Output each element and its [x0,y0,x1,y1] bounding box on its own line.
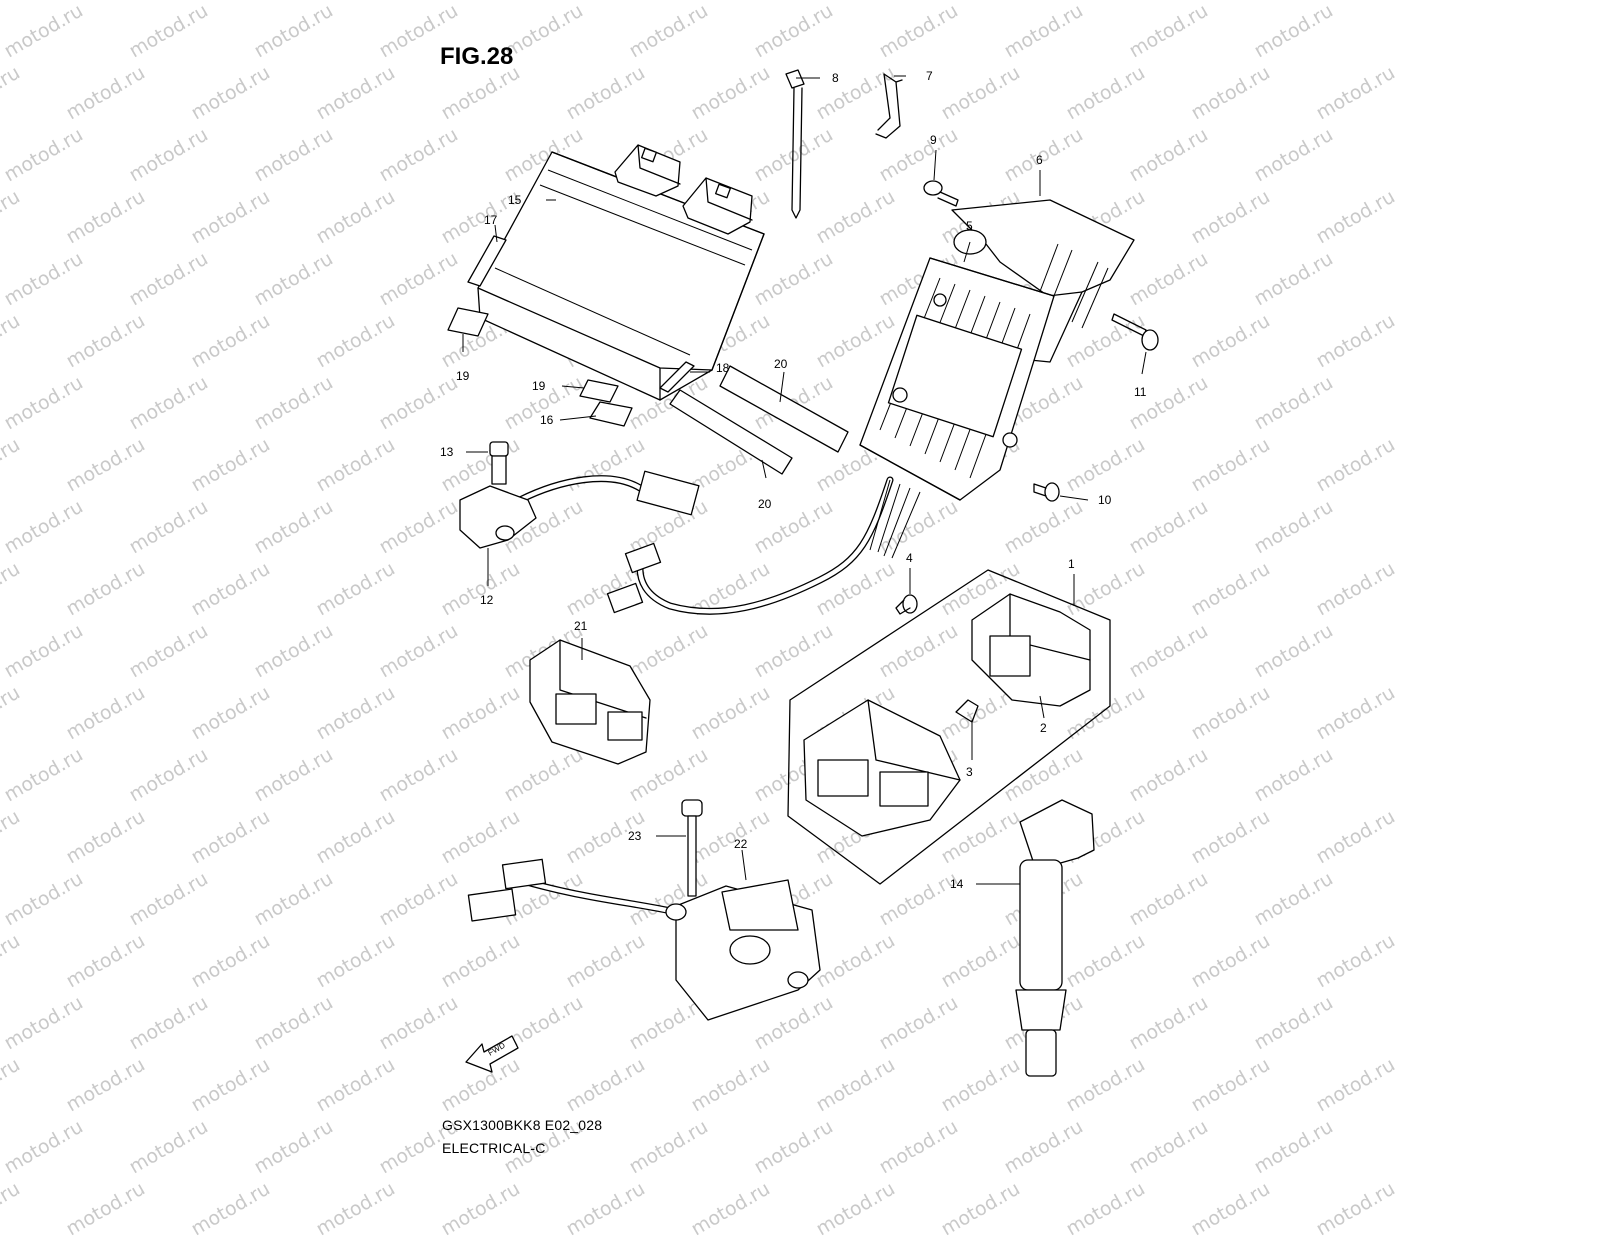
callout-15: 15 [508,193,522,207]
callout-5: 5 [966,219,973,233]
callout-16: 16 [540,413,554,427]
part-screw-10[interactable] [1034,483,1059,501]
callout-12: 12 [480,593,494,607]
callout-23: 23 [628,829,642,843]
part-screw-9[interactable] [924,181,958,206]
callout-19b: 19 [532,379,546,393]
callout-6: 6 [1036,153,1043,167]
callout-1: 1 [1068,557,1075,571]
part-cover-2[interactable] [804,700,960,836]
part-clip-3[interactable] [956,700,978,722]
callout-9: 9 [930,133,937,147]
part-pad-19b[interactable] [580,380,618,402]
callout-2: 2 [1040,721,1047,735]
part-regulator[interactable] [860,258,1054,500]
callout-21: 21 [574,619,588,633]
part-bolt-23[interactable] [682,800,702,896]
part-ignition-coil[interactable] [1016,800,1094,1076]
callout-10: 10 [1098,493,1112,507]
callout-13: 13 [440,445,454,459]
callout-11: 11 [1134,385,1147,399]
callout-4: 4 [906,551,913,565]
exploded-view: FWD [0,0,1600,1200]
part-bolt-11[interactable] [1112,314,1158,350]
callout-3: 3 [966,765,973,779]
part-gear-sensor[interactable] [468,859,820,1020]
part-cable-tie[interactable] [786,70,804,218]
callout-7: 7 [926,69,933,83]
part-relay[interactable] [530,640,650,764]
callout-17: 17 [484,213,498,227]
part-clamp[interactable] [876,74,902,138]
part-pad-19a[interactable] [448,308,488,336]
part-fuse-box[interactable] [972,594,1090,706]
model-code: GSX1300BKK8 E02_028 [442,1117,602,1133]
callout-19a: 19 [456,369,470,383]
part-holder-16[interactable] [590,402,632,426]
callout-8: 8 [832,71,839,85]
callout-20a: 20 [774,357,788,371]
callout-14: 14 [950,877,964,891]
group-name: ELECTRICAL-C [442,1140,546,1156]
part-bolt-13[interactable] [490,442,508,484]
callout-18: 18 [716,361,730,375]
part-screw-4[interactable] [896,595,917,614]
fwd-arrow: FWD [466,1036,518,1072]
callout-22: 22 [734,837,748,851]
callout-20b: 20 [758,497,772,511]
